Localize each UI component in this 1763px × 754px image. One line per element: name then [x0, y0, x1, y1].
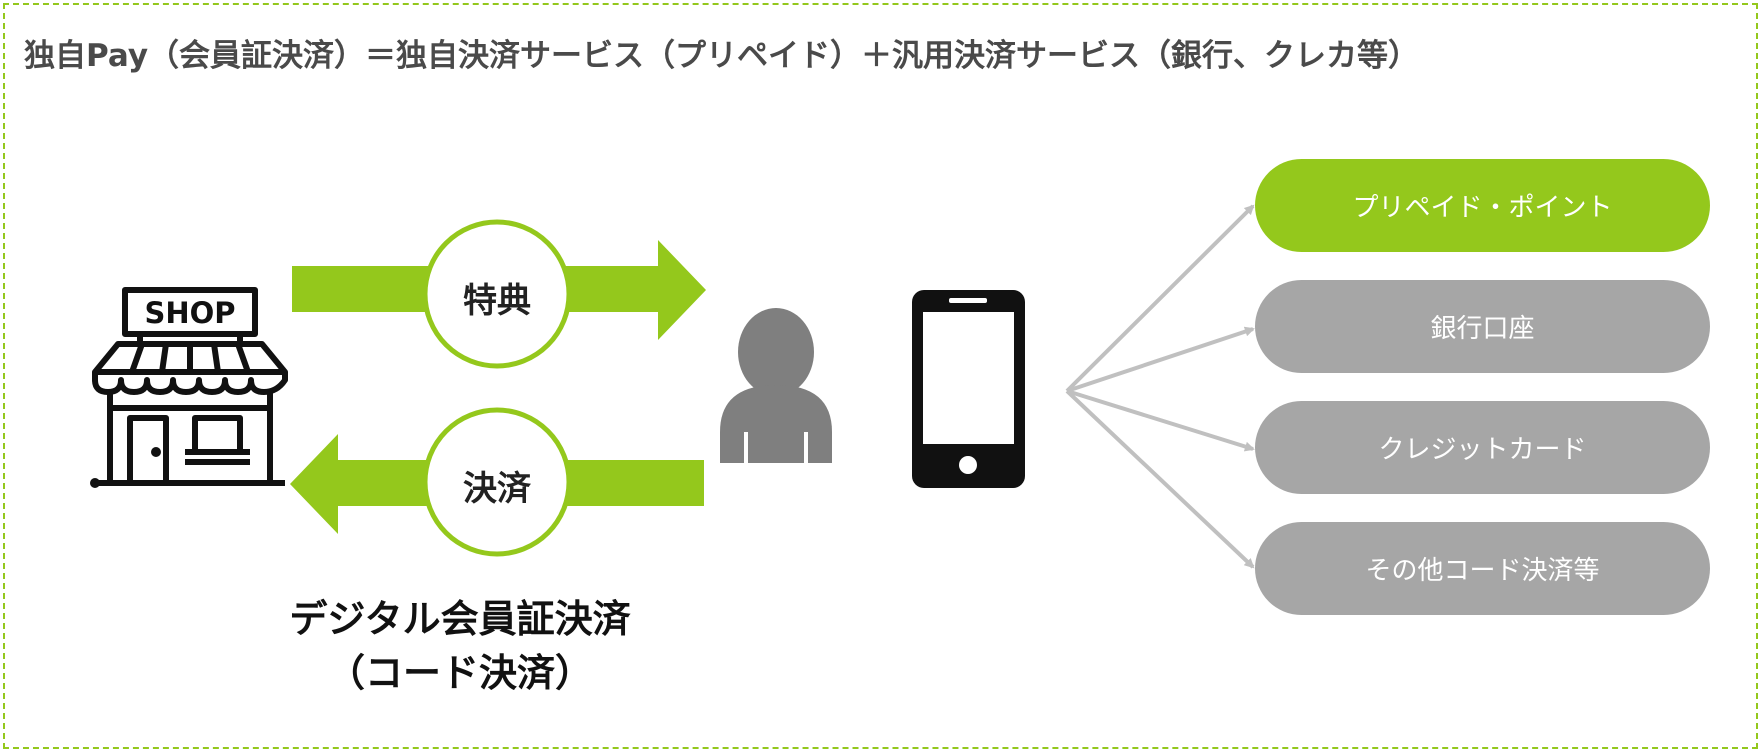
dashed-frame [3, 3, 1758, 749]
option-credit-card: クレジットカード [1255, 401, 1710, 494]
smartphone-icon [912, 290, 1025, 488]
caption-line-1: デジタル会員証決済 [289, 597, 631, 641]
shop-icon: SHOP [90, 287, 288, 488]
option-other-code-payment: その他コード決済等 [1255, 522, 1710, 615]
person-icon [720, 308, 832, 464]
connector-to-prepaid [1065, 204, 1255, 393]
page-title: 独自Pay（会員証決済）＝独自決済サービス（プリペイド）＋汎用決済サービス（銀行… [24, 38, 1420, 74]
payment-circle [422, 407, 572, 557]
option-prepaid-point: プリペイド・ポイント [1255, 159, 1710, 252]
connector-to-credit [1066, 389, 1255, 452]
benefit-circle [422, 219, 572, 369]
caption-line-2: （コード決済） [326, 651, 593, 695]
connector-to-bank [1066, 326, 1255, 393]
payment-label: 決済 [463, 469, 531, 509]
option-bank-account: 銀行口座 [1255, 280, 1710, 373]
connector-lines [1065, 204, 1255, 569]
benefit-label: 特典 [463, 281, 531, 321]
connector-to-other [1065, 389, 1255, 569]
shop-sign-text: SHOP [144, 296, 235, 330]
